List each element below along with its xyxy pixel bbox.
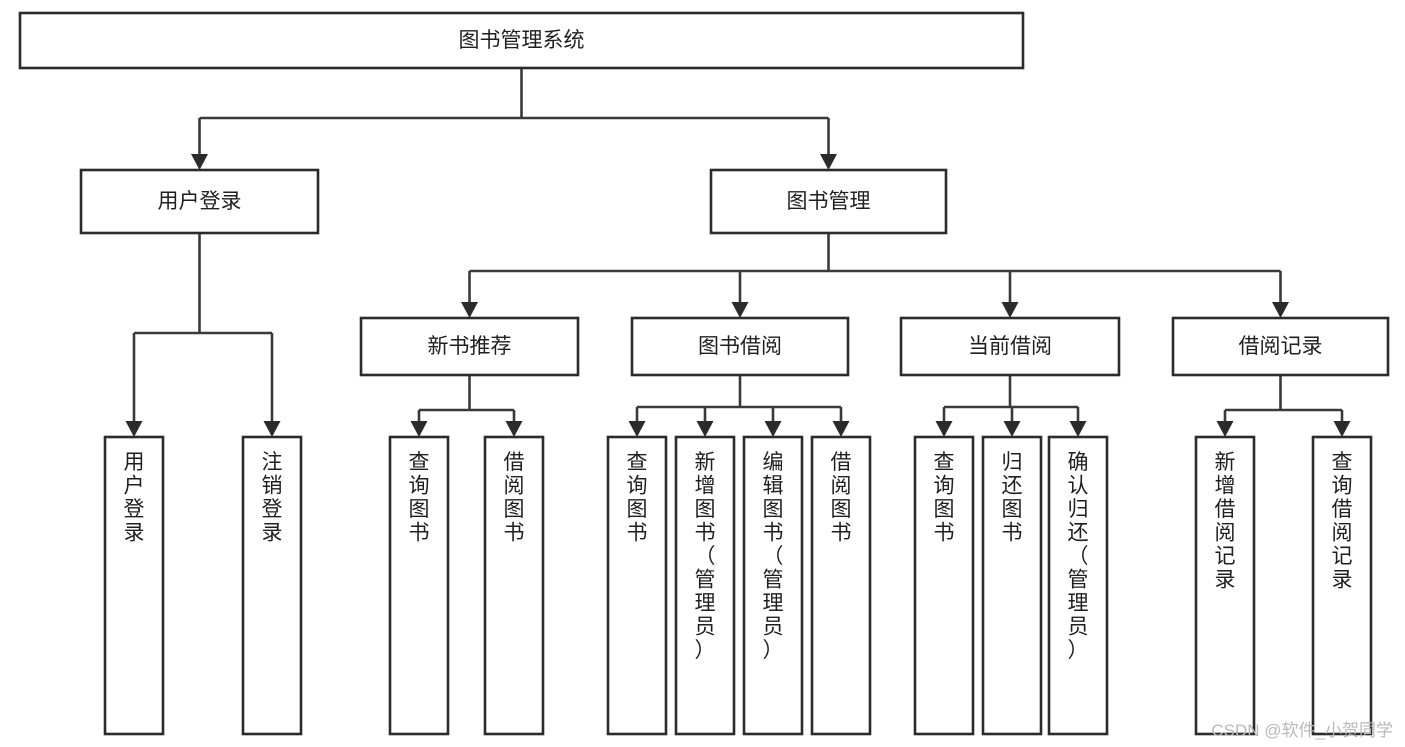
node-root-root[interactable]: 图书管理系统 xyxy=(18,11,1025,70)
node-book-manage[interactable]: 图书管理 xyxy=(709,168,948,235)
node-leaf-add-book-box[interactable] xyxy=(674,435,736,736)
arrow-head-icon xyxy=(1069,421,1087,437)
arrow-head-icon xyxy=(1333,421,1351,437)
arrow-head-icon xyxy=(191,154,208,170)
node-layer: 图书管理系统用户登录图书管理新书推荐图书借阅当前借阅借阅记录用户登录注销登录查询… xyxy=(18,11,1390,736)
node-leaf-query-book-rec-label: 查询图书 xyxy=(409,450,430,544)
node-leaf-return-book-box[interactable] xyxy=(981,435,1043,736)
node-borrow-record-label: 借阅记录 xyxy=(1239,335,1323,358)
node-leaf-add-book[interactable]: 新增图书（管理员） xyxy=(674,435,736,736)
node-leaf-user-login-label: 用户登录 xyxy=(124,450,145,544)
node-leaf-user-login-box[interactable] xyxy=(103,435,165,736)
node-leaf-user-logout-label: 注销登录 xyxy=(262,450,283,544)
node-leaf-confirm-return[interactable]: 确认归还（管理员） xyxy=(1047,435,1109,736)
node-leaf-confirm-return-label: 确认归还（管理员） xyxy=(1068,450,1089,661)
node-user-login-label: 用户登录 xyxy=(158,190,242,213)
node-leaf-query-book-cur-label: 查询图书 xyxy=(934,450,955,544)
node-root-root-box[interactable] xyxy=(18,11,1025,70)
arrow-head-icon xyxy=(1001,302,1019,318)
watermark-text: CSDN @软件_小贺同学 xyxy=(1211,721,1393,740)
arrow-head-icon xyxy=(764,421,782,437)
arrow-head-icon xyxy=(820,154,837,170)
node-leaf-query-record[interactable]: 查询借阅记录 xyxy=(1311,435,1373,736)
node-leaf-query-book-borrow-box[interactable] xyxy=(606,435,668,736)
node-leaf-edit-book-label: 编辑图书（管理员） xyxy=(763,450,784,661)
node-leaf-query-book-cur[interactable]: 查询图书 xyxy=(913,435,975,736)
node-current-borrow-label: 当前借阅 xyxy=(968,335,1052,358)
node-new-book-rec-box[interactable] xyxy=(359,316,580,377)
node-leaf-borrow-book-label: 借阅图书 xyxy=(831,450,852,544)
node-leaf-user-login[interactable]: 用户登录 xyxy=(103,435,165,736)
arrow-head-icon xyxy=(832,421,850,437)
node-user-login-box[interactable] xyxy=(79,168,320,235)
node-root-root-label: 图书管理系统 xyxy=(459,29,585,52)
arrow-head-icon xyxy=(410,421,428,437)
node-leaf-borrow-book-rec-box[interactable] xyxy=(483,435,545,736)
node-book-borrow-label: 图书借阅 xyxy=(698,335,782,358)
node-leaf-add-book-label: 新增图书（管理员） xyxy=(695,450,716,661)
node-leaf-return-book-label: 归还图书 xyxy=(1002,450,1023,544)
node-leaf-borrow-book-rec[interactable]: 借阅图书 xyxy=(483,435,545,736)
node-leaf-add-record-box[interactable] xyxy=(1194,435,1256,736)
node-leaf-borrow-book-box[interactable] xyxy=(810,435,872,736)
node-book-manage-label: 图书管理 xyxy=(787,190,871,213)
arrow-head-icon xyxy=(731,302,749,318)
arrow-head-icon xyxy=(1272,302,1289,318)
node-current-borrow-box[interactable] xyxy=(899,316,1121,377)
arrow-head-icon xyxy=(1216,421,1234,437)
node-leaf-confirm-return-box[interactable] xyxy=(1047,435,1109,736)
node-leaf-query-book-borrow[interactable]: 查询图书 xyxy=(606,435,668,736)
node-leaf-edit-book-box[interactable] xyxy=(742,435,804,736)
node-leaf-query-book-rec-box[interactable] xyxy=(388,435,450,736)
node-new-book-rec-label: 新书推荐 xyxy=(428,335,512,358)
arrow-head-icon xyxy=(935,421,953,437)
node-leaf-query-record-box[interactable] xyxy=(1311,435,1373,736)
node-leaf-borrow-book[interactable]: 借阅图书 xyxy=(810,435,872,736)
node-book-borrow-box[interactable] xyxy=(630,316,850,377)
arrow-head-icon xyxy=(461,302,478,318)
node-leaf-borrow-book-rec-label: 借阅图书 xyxy=(504,450,525,544)
node-new-book-rec[interactable]: 新书推荐 xyxy=(359,316,580,377)
connector-layer xyxy=(125,68,1351,437)
node-leaf-add-record-label: 新增借阅记录 xyxy=(1215,450,1236,591)
arrow-head-icon xyxy=(1003,421,1021,437)
node-leaf-user-logout-box[interactable] xyxy=(241,435,303,736)
node-book-borrow[interactable]: 图书借阅 xyxy=(630,316,850,377)
arrow-head-icon xyxy=(696,421,714,437)
node-borrow-record-box[interactable] xyxy=(1171,316,1390,377)
node-borrow-record[interactable]: 借阅记录 xyxy=(1171,316,1390,377)
node-leaf-query-book-borrow-label: 查询图书 xyxy=(627,450,648,544)
arrow-head-icon xyxy=(125,421,143,437)
node-leaf-query-book-rec[interactable]: 查询图书 xyxy=(388,435,450,736)
node-leaf-query-book-cur-box[interactable] xyxy=(913,435,975,736)
arrow-head-icon xyxy=(505,421,523,437)
node-leaf-user-logout[interactable]: 注销登录 xyxy=(241,435,303,736)
node-user-login[interactable]: 用户登录 xyxy=(79,168,320,235)
arrow-head-icon xyxy=(628,421,646,437)
node-leaf-edit-book[interactable]: 编辑图书（管理员） xyxy=(742,435,804,736)
node-leaf-query-record-label: 查询借阅记录 xyxy=(1332,450,1353,591)
node-leaf-add-record[interactable]: 新增借阅记录 xyxy=(1194,435,1256,736)
node-book-manage-box[interactable] xyxy=(709,168,948,235)
node-leaf-return-book[interactable]: 归还图书 xyxy=(981,435,1043,736)
node-current-borrow[interactable]: 当前借阅 xyxy=(899,316,1121,377)
arrow-head-icon xyxy=(263,421,281,437)
